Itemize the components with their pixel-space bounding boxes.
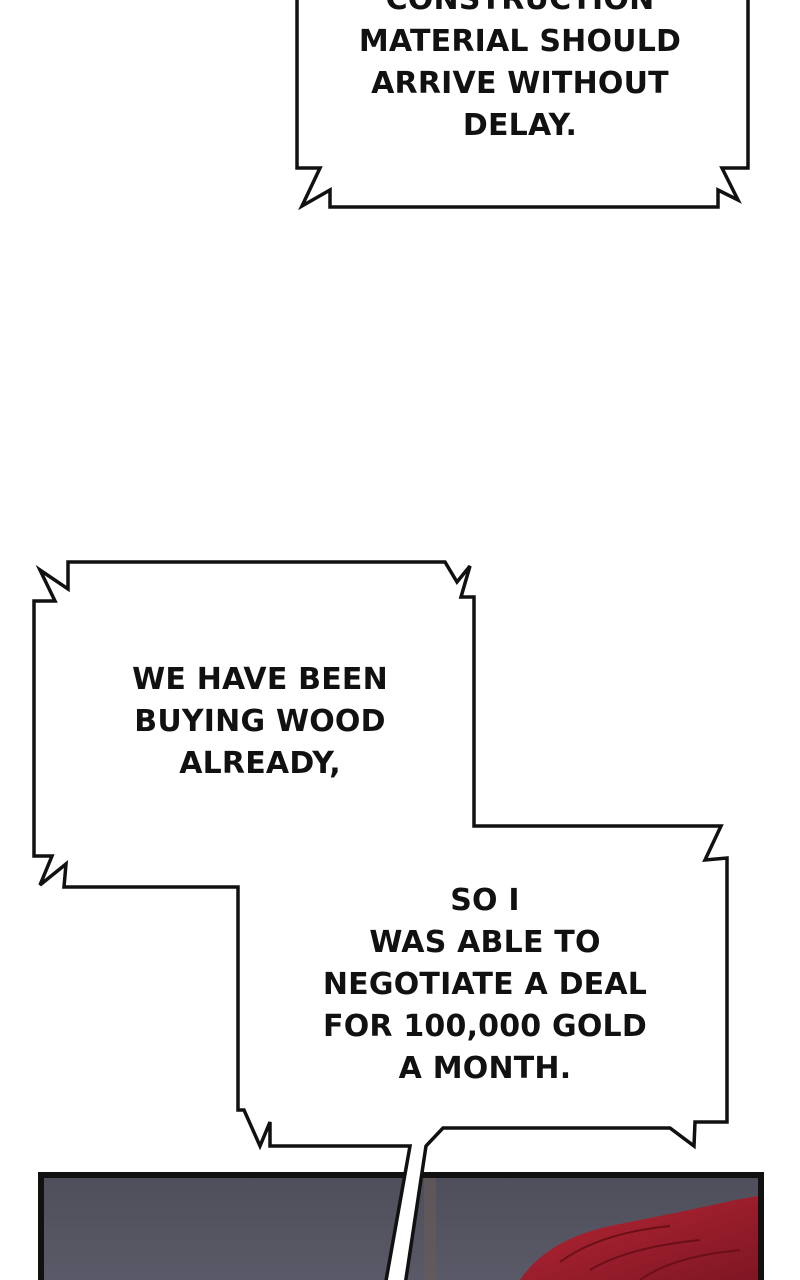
speech-text-top: CONSTRUCTION MATERIAL SHOULD ARRIVE WITH… [330, 0, 710, 147]
speech-line: A MONTH. [398, 1051, 572, 1086]
speech-line: MATERIAL SHOULD [358, 24, 682, 59]
speech-line: NEGOTIATE A DEAL [322, 967, 648, 1002]
speech-text-middle: WE HAVE BEEN BUYING WOOD ALREADY, [100, 659, 420, 785]
speech-text-bottom: SO I WAS ABLE TO NEGOTIATE A DEAL FOR 10… [300, 880, 670, 1090]
hair-strands [559, 1225, 741, 1280]
speech-line: BUYING WOOD [134, 704, 386, 739]
speech-bubble-top [295, 0, 750, 211]
panel-pillar [424, 1178, 436, 1280]
speech-line: FOR 100,000 GOLD [323, 1009, 647, 1044]
red-hair-shape [520, 1196, 758, 1280]
speech-line: WAS ABLE TO [369, 925, 601, 960]
speech-line: WE HAVE BEEN [132, 662, 388, 697]
speech-line: DELAY. [462, 108, 578, 143]
speech-line: CONSTRUCTION [330, 0, 710, 21]
speech-line: ALREADY, [179, 746, 341, 781]
speech-bubble-combined [32, 560, 729, 1280]
speech-line: SO I [450, 883, 520, 918]
speech-line: ARRIVE WITHOUT [371, 66, 669, 101]
